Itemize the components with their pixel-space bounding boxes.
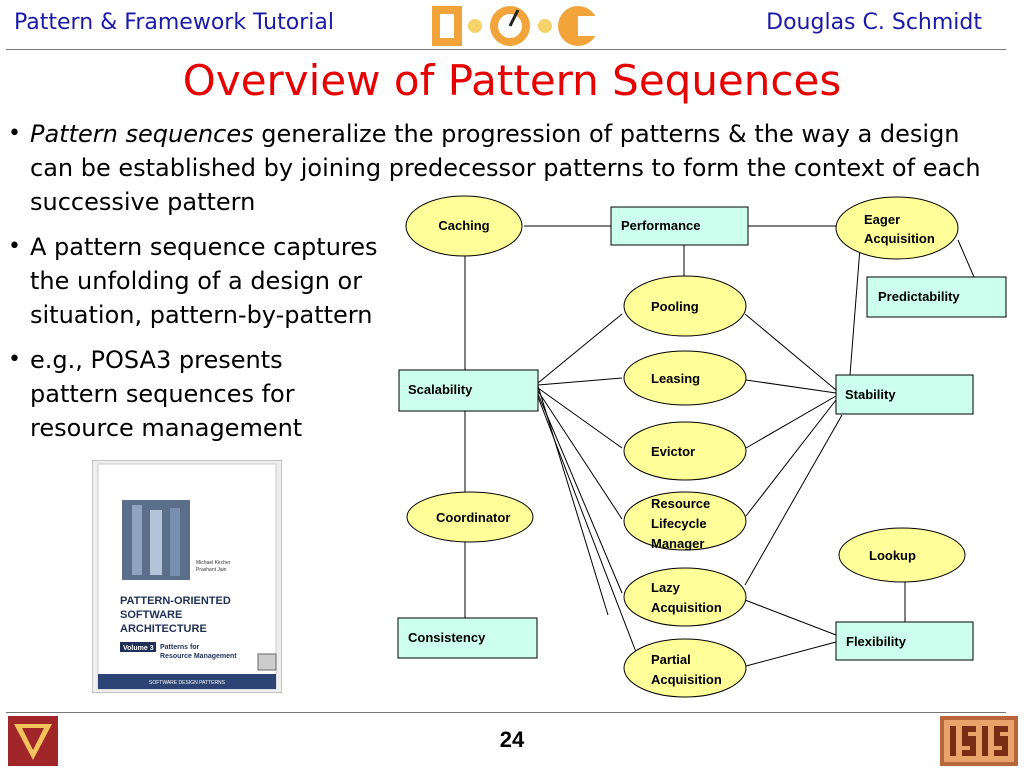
node-label: Leasing	[651, 371, 700, 386]
node-label: Scalability	[408, 382, 473, 397]
bullet-text: A pattern sequence captures the unfoldin…	[30, 233, 378, 329]
footer-divider	[6, 712, 1006, 713]
quality-node-predictability: Predictability	[866, 276, 1007, 318]
quality-node-performance: Performance	[610, 206, 749, 246]
node-label: Resource	[651, 496, 710, 511]
node-label: Evictor	[651, 444, 695, 459]
pattern-node-coordinator: Coordinator	[406, 491, 534, 543]
book-title-line: ARCHITECTURE	[120, 623, 207, 635]
pattern-node-caching: Caching	[405, 195, 523, 257]
node-label: Manager	[651, 536, 704, 551]
bullet-emphasis: Pattern sequences	[30, 120, 254, 148]
book-subtitle-line: Patterns for	[160, 644, 200, 651]
node-label: Pooling	[651, 299, 699, 314]
node-label: Lazy	[651, 580, 681, 595]
header-left-title: Pattern & Framework Tutorial	[14, 10, 334, 35]
node-label: Eager	[864, 212, 900, 227]
node-label: Predictability	[878, 289, 960, 304]
book-subtitle-line: Resource Management	[160, 653, 237, 660]
vanderbilt-logo	[8, 716, 58, 766]
quality-node-scalability: Scalability	[398, 369, 539, 412]
bullet-rest: generalize the progression of patterns &…	[30, 120, 981, 216]
quality-node-stability: Stability	[835, 374, 974, 415]
quality-node-flexibility: Flexibility	[835, 621, 974, 661]
node-label: Performance	[621, 218, 700, 233]
book-volume: Volume 3	[123, 645, 154, 652]
pattern-node-lazy-acquisition: Lazy Acquisition	[623, 567, 747, 627]
isis-logo	[940, 716, 1018, 766]
node-label: Lifecycle	[651, 516, 707, 531]
diagram-connectors	[464, 225, 975, 667]
pattern-node-lookup: Lookup	[838, 527, 966, 583]
book-title-line: PATTERN-ORIENTED	[120, 595, 231, 607]
book-author: Michael Kircher	[196, 560, 231, 566]
pattern-node-resource-lifecycle-manager: Resource Lifecycle Manager	[623, 491, 747, 551]
slide-title: Overview of Pattern Sequences	[182, 56, 842, 105]
bullet-text: e.g., POSA3 presents pattern sequences f…	[30, 346, 303, 442]
node-label: Caching	[438, 218, 489, 233]
header-author: Douglas C. Schmidt	[766, 10, 982, 35]
posa3-book-cover: Michael Kircher Prashant Jain PATTERN-OR…	[92, 460, 282, 693]
quality-node-consistency: Consistency	[397, 617, 538, 659]
bullet-dot: •	[8, 234, 21, 259]
bullet-dot: •	[8, 121, 21, 146]
node-label: Flexibility	[846, 634, 907, 649]
node-label: Coordinator	[436, 510, 510, 525]
book-author: Prashant Jain	[196, 567, 227, 573]
pattern-node-pooling: Pooling	[623, 275, 747, 337]
bullet-text: Pattern sequences generalize the progres…	[30, 117, 1008, 219]
node-label: Stability	[845, 387, 896, 402]
doc-group-logo	[432, 6, 600, 46]
book-title-line: SOFTWARE	[120, 609, 182, 621]
node-label: Partial	[651, 652, 691, 667]
node-label: Acquisition	[651, 672, 722, 687]
node-label: Consistency	[408, 630, 486, 645]
pattern-node-eager-acquisition: Eager Acquisition	[835, 196, 959, 260]
bullet-dot: •	[8, 347, 21, 372]
node-label: Acquisition	[651, 600, 722, 615]
header-divider	[6, 49, 1006, 50]
pattern-node-evictor: Evictor	[623, 421, 747, 481]
node-label: Lookup	[869, 548, 916, 563]
book-series: SOFTWARE DESIGN PATTERNS	[149, 680, 226, 686]
page-number: 24	[499, 727, 525, 752]
pattern-node-partial-acquisition: Partial Acquisition	[623, 638, 747, 698]
node-label: Acquisition	[864, 231, 935, 246]
pattern-node-leasing: Leasing	[623, 350, 747, 406]
